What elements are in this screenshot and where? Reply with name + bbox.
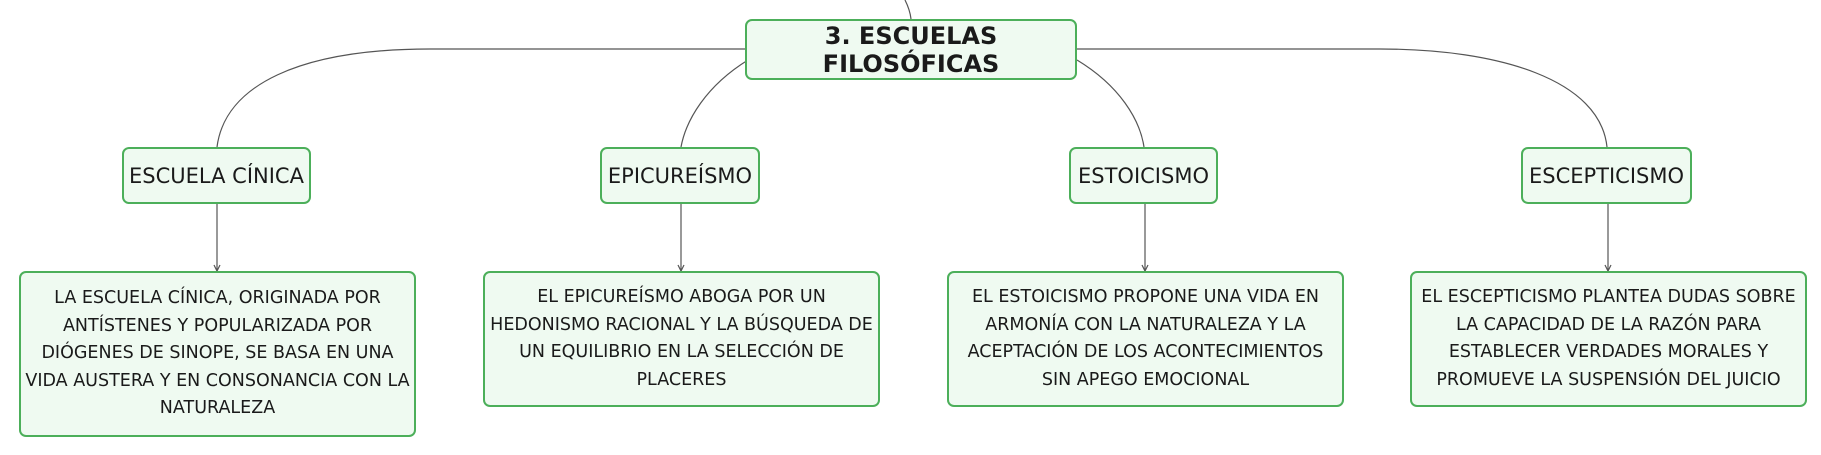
root-topic-title: 3. ESCUELAS FILOSÓFICAS <box>822 21 1000 78</box>
description-node-escuela-cinica[interactable]: LA ESCUELA CÍNICA, ORIGINADA POR ANTÍSTE… <box>19 271 416 437</box>
topic-label: EPICUREÍSMO <box>607 163 753 188</box>
topic-label: ESTOICISMO <box>1078 163 1209 188</box>
connector-root-to-school-estoicismo <box>1076 59 1145 148</box>
description-text: LA ESCUELA CÍNICA, ORIGINADA POR ANTÍSTE… <box>25 288 410 419</box>
description-node-epicureismo[interactable]: EL EPICUREÍSMO ABOGA POR UN HEDONISMO RA… <box>483 271 880 407</box>
description-text: EL ESTOICISMO PROPONE UNA VIDA EN ARMONÍ… <box>967 287 1324 390</box>
description-text: EL EPICUREÍSMO ABOGA POR UN HEDONISMO RA… <box>490 287 873 390</box>
connector-parent-link <box>904 0 912 20</box>
topic-label: ESCUELA CÍNICA <box>129 163 304 188</box>
connector-root-to-school-cinica <box>216 48 745 148</box>
topic-label: ESCEPTICISMO <box>1528 163 1685 188</box>
description-node-escepticismo[interactable]: EL ESCEPTICISMO PLANTEA DUDAS SOBRE LA C… <box>1410 271 1807 407</box>
connector-root-to-school-escepticismo <box>1077 48 1608 148</box>
description-node-estoicismo[interactable]: EL ESTOICISMO PROPONE UNA VIDA EN ARMONÍ… <box>947 271 1344 407</box>
connector-root-to-school-epicureismo <box>680 59 749 148</box>
topic-node-escuela-cinica[interactable]: ESCUELA CÍNICA <box>122 147 311 204</box>
root-topic-node[interactable]: 3. ESCUELAS FILOSÓFICAS <box>745 19 1077 80</box>
topic-node-escepticismo[interactable]: ESCEPTICISMO <box>1521 147 1692 204</box>
topic-node-epicureismo[interactable]: EPICUREÍSMO <box>600 147 760 204</box>
description-text: EL ESCEPTICISMO PLANTEA DUDAS SOBRE LA C… <box>1421 287 1796 390</box>
topic-node-estoicismo[interactable]: ESTOICISMO <box>1069 147 1218 204</box>
